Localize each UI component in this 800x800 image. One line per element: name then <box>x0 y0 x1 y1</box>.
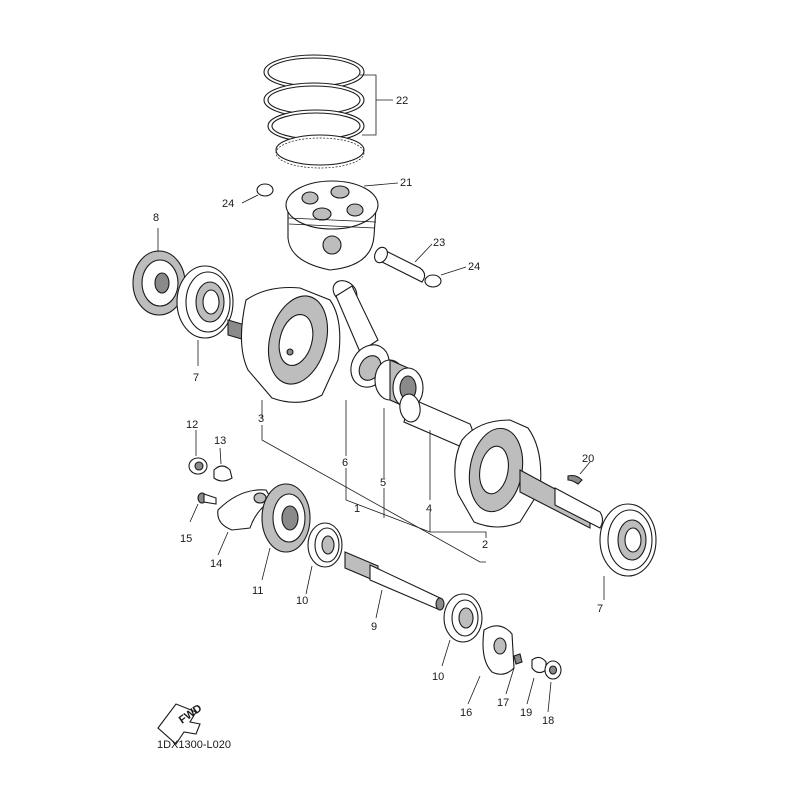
lock-washer-19 <box>531 656 547 674</box>
circlip-right <box>424 274 442 288</box>
callout-8: 8 <box>153 212 159 224</box>
timing-sprocket <box>132 250 186 316</box>
woodruff-key <box>567 474 583 485</box>
piston-rings <box>263 54 365 169</box>
crank-bearing-left <box>176 265 234 339</box>
callout-22: 22 <box>396 95 408 107</box>
piston <box>285 180 379 271</box>
callout-5: 5 <box>380 477 386 489</box>
assembly-bracket <box>261 400 487 563</box>
callout-24-left: 24 <box>222 198 234 210</box>
balancer-drive-gear <box>261 483 311 553</box>
connecting-rod <box>332 280 390 388</box>
callout-7-right: 7 <box>597 603 603 615</box>
needle-bearing <box>374 359 424 409</box>
lock-washer-13 <box>213 465 233 482</box>
callout-10-left: 10 <box>296 595 308 607</box>
callout-6: 6 <box>342 457 348 469</box>
callout-3: 3 <box>258 413 264 425</box>
callout-20: 20 <box>582 453 594 465</box>
callout-1: 1 <box>354 503 360 515</box>
callout-4: 4 <box>426 503 432 515</box>
callout-14: 14 <box>210 558 222 570</box>
crank-pin <box>399 393 474 449</box>
crank-web-right <box>454 419 604 529</box>
callout-16: 16 <box>460 707 472 719</box>
callout-9: 9 <box>371 621 377 633</box>
nut-12 <box>188 457 208 475</box>
balancer-bearing-left <box>307 522 343 568</box>
crank-bearing-right <box>599 503 657 577</box>
callout-11: 11 <box>252 585 263 597</box>
callout-15: 15 <box>180 533 192 545</box>
callout-2: 2 <box>482 539 488 551</box>
callout-21: 21 <box>400 177 412 189</box>
callout-19: 19 <box>520 707 532 719</box>
piston-pin <box>374 246 426 283</box>
callout-24-right: 24 <box>468 261 480 273</box>
forward-arrow-icon: FWD <box>157 702 204 745</box>
balancer-shaft <box>344 551 445 611</box>
callout-7-left: 7 <box>193 372 199 384</box>
crank-web-left <box>227 286 341 403</box>
callout-13: 13 <box>214 435 226 447</box>
callout-23: 23 <box>433 237 445 249</box>
callout-18: 18 <box>542 715 554 727</box>
callout-17: 17 <box>497 697 509 709</box>
callout-10-right: 10 <box>432 671 444 683</box>
circlip-left <box>256 183 274 197</box>
balancer-weight-14 <box>217 489 273 531</box>
nut-18 <box>544 660 562 680</box>
balancer-bearing-right <box>443 593 483 643</box>
balancer-weight-16 <box>482 625 515 675</box>
bolt-15 <box>197 492 217 505</box>
diagram-code: 1DX1300-L020 <box>157 739 231 751</box>
key-17 <box>513 653 523 665</box>
callout-12: 12 <box>186 419 198 431</box>
